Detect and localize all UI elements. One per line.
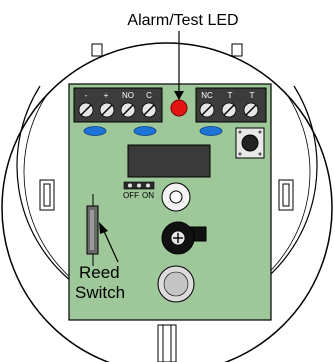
indicator-oval-1 — [83, 126, 107, 136]
jumper-block — [123, 181, 155, 190]
display-module — [127, 144, 211, 178]
reed-pointer-line — [102, 228, 119, 263]
potentiometer — [161, 221, 207, 255]
bottom-clip — [157, 324, 177, 362]
reed-label-line1: Reed — [79, 263, 120, 282]
led-pointer-arrowhead — [174, 91, 184, 100]
reed-switch — [86, 194, 99, 266]
terminal-block-right: NC T T — [195, 87, 267, 123]
terminal-label-c: C — [146, 91, 152, 100]
alarm-test-led — [170, 99, 188, 117]
terminal-label-minus: - — [85, 91, 88, 100]
terminal-label-plus: + — [104, 91, 109, 100]
terminal-label-nc: NC — [201, 91, 213, 100]
terminal-label-t2: T — [250, 91, 255, 100]
indicator-oval-3 — [199, 126, 223, 136]
terminal-label-t1: T — [228, 91, 233, 100]
blue-indicators — [83, 126, 223, 136]
terminal-label-no: NO — [122, 91, 134, 100]
right-clip — [278, 179, 294, 211]
jumper-label-on: ON — [142, 191, 154, 200]
reed-label-line2: Switch — [75, 283, 125, 302]
terminal-block-left: - + NO C — [73, 87, 163, 123]
jumper-label-off: OFF — [123, 191, 139, 200]
indicator-oval-2 — [133, 126, 157, 136]
top-notches — [91, 43, 243, 57]
reed-pointer-arrowhead — [99, 222, 108, 234]
left-clip — [39, 179, 55, 211]
led-label: Alarm/Test LED — [127, 12, 238, 29]
test-button — [235, 127, 265, 159]
